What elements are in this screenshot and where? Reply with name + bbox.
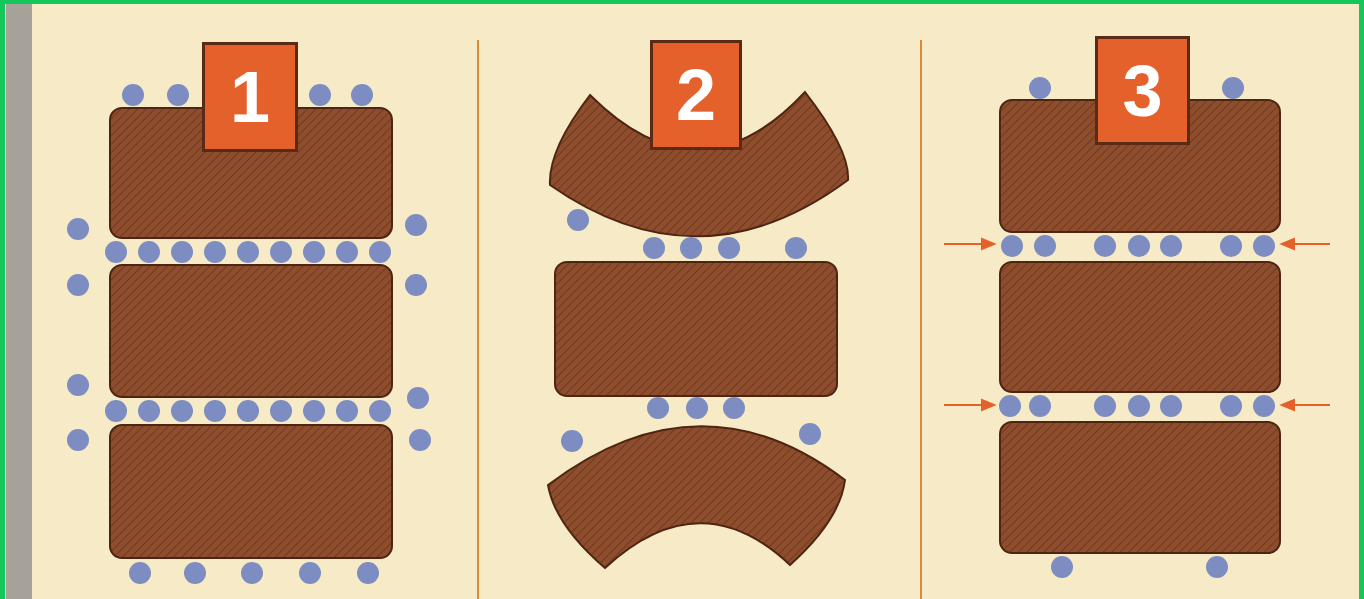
gray-stripe [6, 0, 32, 599]
callout-number: 1 [230, 61, 270, 133]
dot [122, 84, 144, 106]
vertebra [110, 425, 392, 558]
dot [686, 397, 708, 419]
divider-line [477, 40, 479, 599]
callout-number: 2 [676, 59, 716, 131]
green-border [0, 0, 5, 599]
divider-line [920, 40, 922, 599]
pressure-arrow [1292, 404, 1330, 406]
dot [204, 400, 226, 422]
dot [1160, 395, 1182, 417]
dot [204, 241, 226, 263]
dot [1034, 235, 1056, 257]
dot [723, 397, 745, 419]
dot [1128, 395, 1150, 417]
green-border [0, 0, 1364, 4]
arrow-head [1282, 400, 1294, 410]
dot [67, 274, 89, 296]
dot [409, 429, 431, 451]
dot [357, 562, 379, 584]
number-box: 1 [202, 42, 298, 152]
dot [1253, 395, 1275, 417]
dot [184, 562, 206, 584]
dot [171, 400, 193, 422]
dot [105, 400, 127, 422]
vertebra [1000, 422, 1280, 553]
arrow-head [982, 400, 994, 410]
dot [138, 241, 160, 263]
dot [167, 84, 189, 106]
dot [67, 429, 89, 451]
dot [241, 562, 263, 584]
dot [237, 400, 259, 422]
dot [336, 241, 358, 263]
dot [1094, 395, 1116, 417]
dot [369, 241, 391, 263]
dot [105, 241, 127, 263]
arrow-head [982, 239, 994, 249]
dot [1051, 556, 1073, 578]
dot [567, 209, 589, 231]
dot [1128, 235, 1150, 257]
dot [299, 562, 321, 584]
dot [67, 374, 89, 396]
number-box: 2 [650, 40, 742, 150]
arrow-head [1282, 239, 1294, 249]
pressure-arrow [1292, 243, 1330, 245]
dot [1029, 77, 1051, 99]
dot [405, 274, 427, 296]
number-box: 3 [1095, 36, 1190, 145]
dot [303, 241, 325, 263]
dot [1220, 395, 1242, 417]
dot [1220, 235, 1242, 257]
dot [999, 395, 1021, 417]
dot [1001, 235, 1023, 257]
dot [129, 562, 151, 584]
dot [1206, 556, 1228, 578]
dot [309, 84, 331, 106]
dot [718, 237, 740, 259]
dot [270, 241, 292, 263]
dot [799, 423, 821, 445]
bent-vertebra [548, 426, 845, 568]
dot [1253, 235, 1275, 257]
dot [647, 397, 669, 419]
dot [407, 387, 429, 409]
dot [303, 400, 325, 422]
green-border [1359, 0, 1364, 599]
dot [785, 237, 807, 259]
dot [561, 430, 583, 452]
dot [643, 237, 665, 259]
vertebra [110, 265, 392, 397]
callout-number: 3 [1122, 55, 1162, 127]
dot [1094, 235, 1116, 257]
dot [351, 84, 373, 106]
dot [171, 241, 193, 263]
pressure-arrow [944, 243, 984, 245]
dot [336, 400, 358, 422]
vertebra [1000, 262, 1280, 392]
dot [237, 241, 259, 263]
dot [67, 218, 89, 240]
dot [1160, 235, 1182, 257]
dot [1029, 395, 1051, 417]
dot [1222, 77, 1244, 99]
pressure-arrow [944, 404, 984, 406]
dot [405, 214, 427, 236]
dot [270, 400, 292, 422]
dot [369, 400, 391, 422]
dot [138, 400, 160, 422]
dot [680, 237, 702, 259]
vertebra [555, 262, 837, 396]
